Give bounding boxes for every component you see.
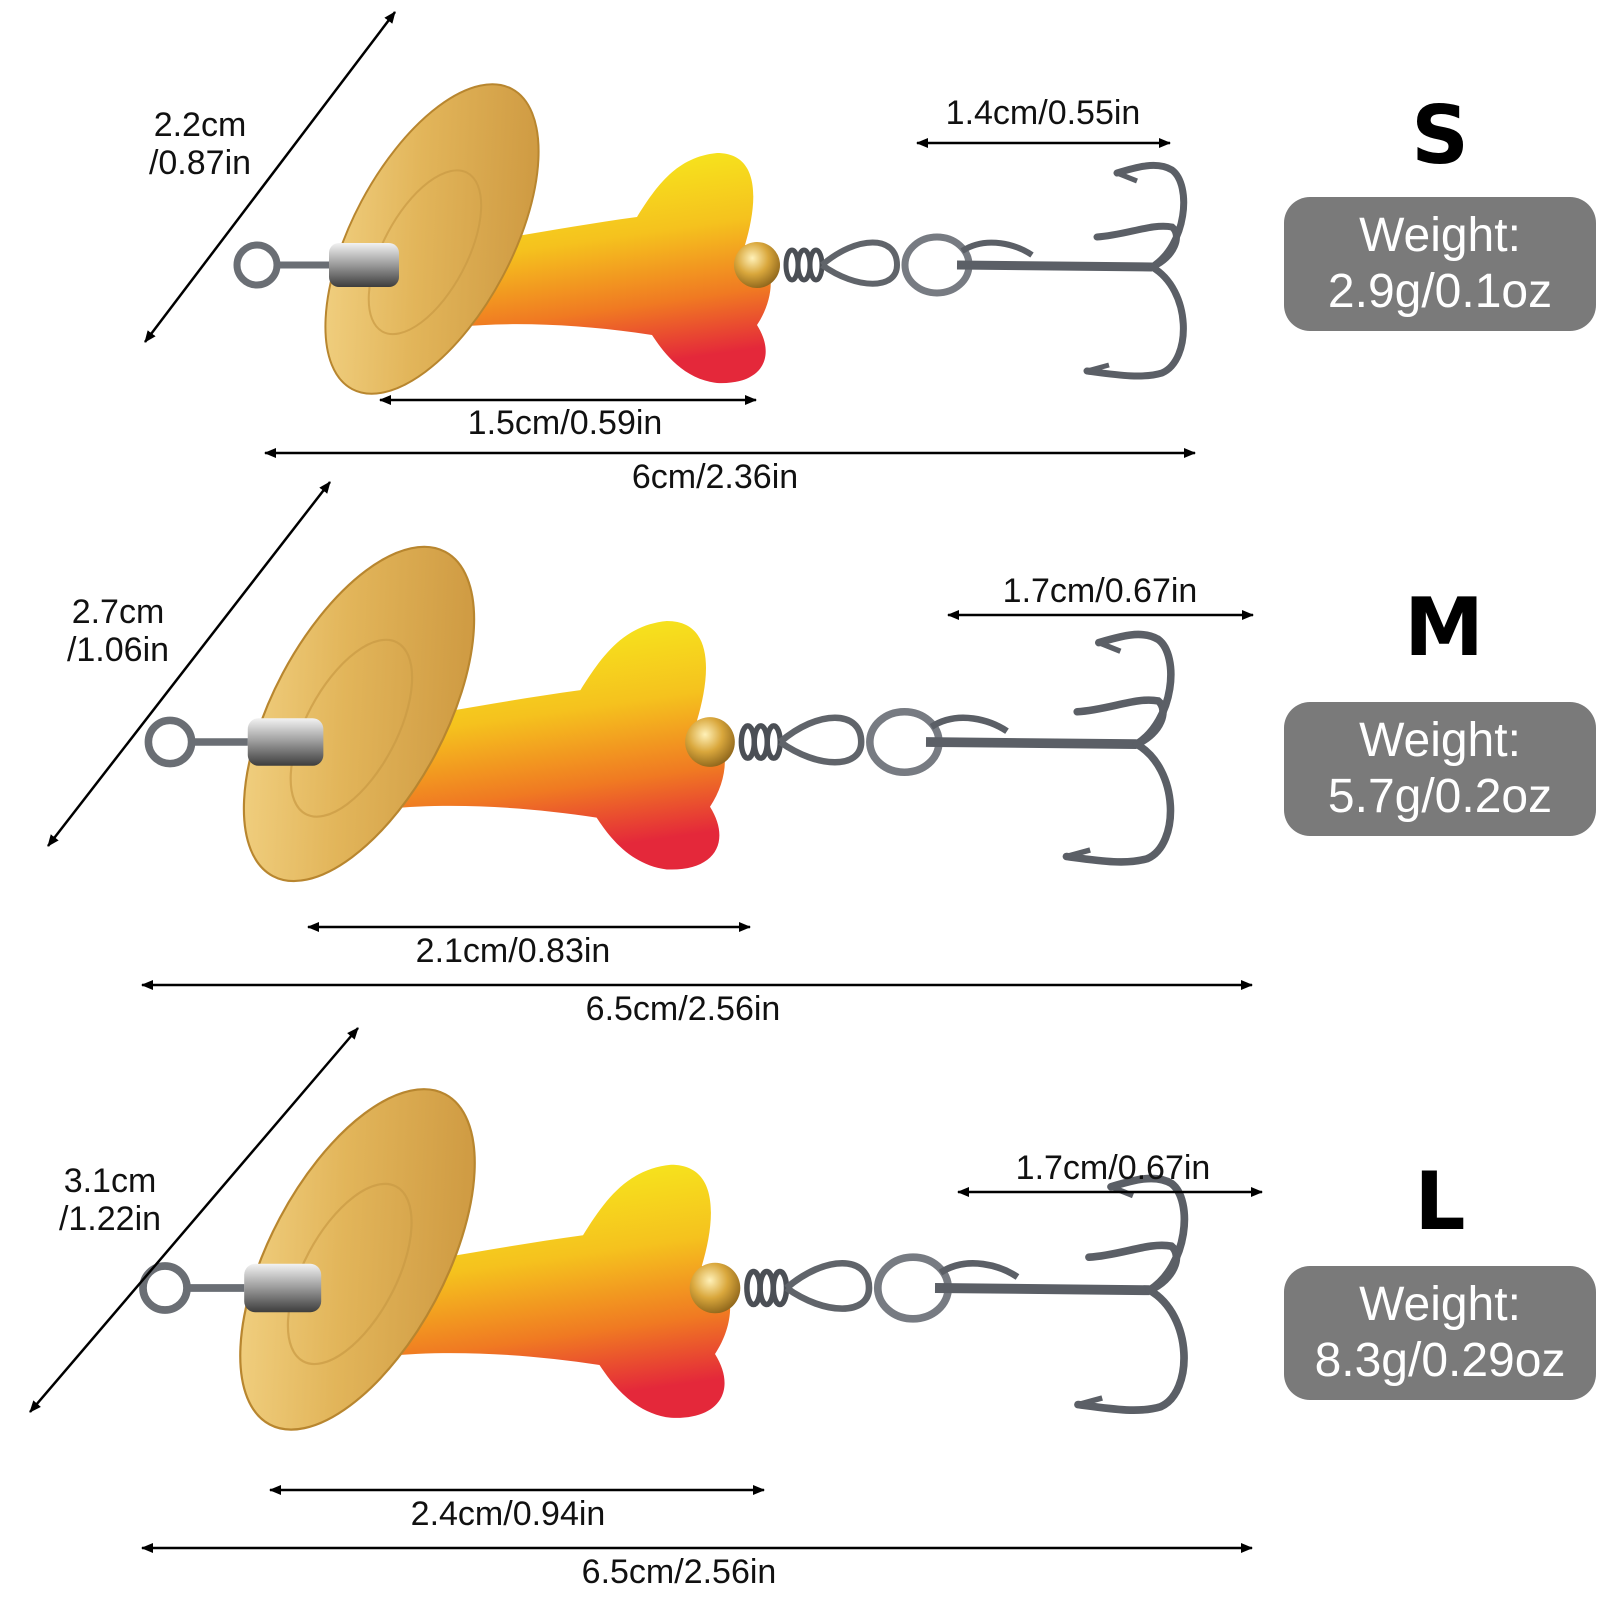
weight-value-s: 2.9g/0.1oz xyxy=(1327,265,1553,318)
weight-value-m: 5.7g/0.2oz xyxy=(1327,770,1553,823)
weight-label-l: Weight: xyxy=(1359,1278,1521,1331)
size-letter-l: L xyxy=(1414,1155,1466,1248)
blade-arrow-m xyxy=(47,481,331,847)
weight-label-s: Weight: xyxy=(1359,209,1521,262)
weight-badge-l: Weight: 8.3g/0.29oz xyxy=(1284,1266,1596,1400)
blade-arrow-l xyxy=(29,1027,359,1413)
size-letter-s: S xyxy=(1411,89,1469,182)
blade-dimension-s: 2.2cm /0.87in xyxy=(148,106,252,182)
hook-dimension-s: 1.4cm/0.55in xyxy=(945,94,1141,132)
total-length-s: 6cm/2.36in xyxy=(631,458,799,496)
total-length-m: 6.5cm/2.56in xyxy=(585,990,781,1028)
body-dimension-s: 1.5cm/0.59in xyxy=(467,404,663,442)
hook-dimension-l: 1.7cm/0.67in xyxy=(1015,1149,1211,1187)
blade-dimension-l: 3.1cm /1.22in xyxy=(58,1162,162,1238)
weight-badge-s: Weight: 2.9g/0.1oz xyxy=(1284,197,1596,331)
total-length-l: 6.5cm/2.56in xyxy=(581,1553,777,1591)
body-dimension-l: 2.4cm/0.94in xyxy=(410,1495,606,1533)
body-dimension-m: 2.1cm/0.83in xyxy=(415,932,611,970)
hook-dimension-m: 1.7cm/0.67in xyxy=(1002,572,1198,610)
blade-dimension-m: 2.7cm /1.06in xyxy=(66,593,170,669)
size-letter-m: M xyxy=(1404,581,1484,674)
lure-l-illustration xyxy=(143,1053,1184,1466)
weight-badge-m: Weight: 5.7g/0.2oz xyxy=(1284,702,1596,836)
blade-arrow-s xyxy=(144,11,396,343)
weight-value-l: 8.3g/0.29oz xyxy=(1314,1334,1566,1387)
weight-label-m: Weight: xyxy=(1359,714,1521,767)
